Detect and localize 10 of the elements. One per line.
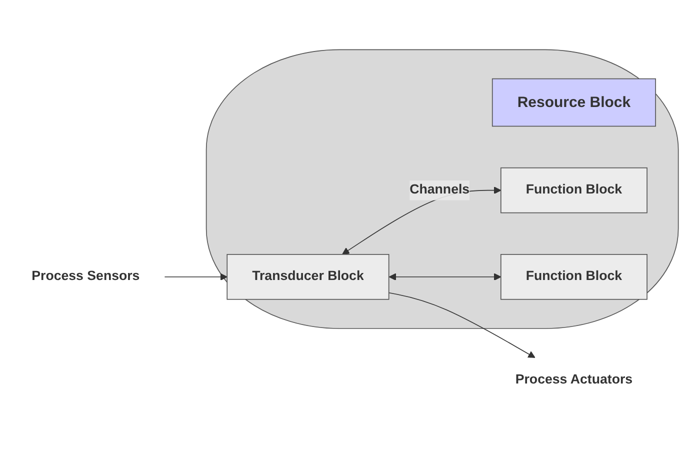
node-text: Process Actuators <box>515 372 633 387</box>
arrow <box>388 292 536 358</box>
edge-label: Channels <box>410 182 470 197</box>
node-box: Transducer Block <box>226 254 390 300</box>
arrow <box>164 273 228 280</box>
node-box: Function Block <box>500 167 648 214</box>
arrow <box>388 273 502 280</box>
node-box: Function Block <box>500 254 648 300</box>
node-box: Resource Block <box>492 78 656 127</box>
node-text: Process Sensors <box>32 269 140 284</box>
